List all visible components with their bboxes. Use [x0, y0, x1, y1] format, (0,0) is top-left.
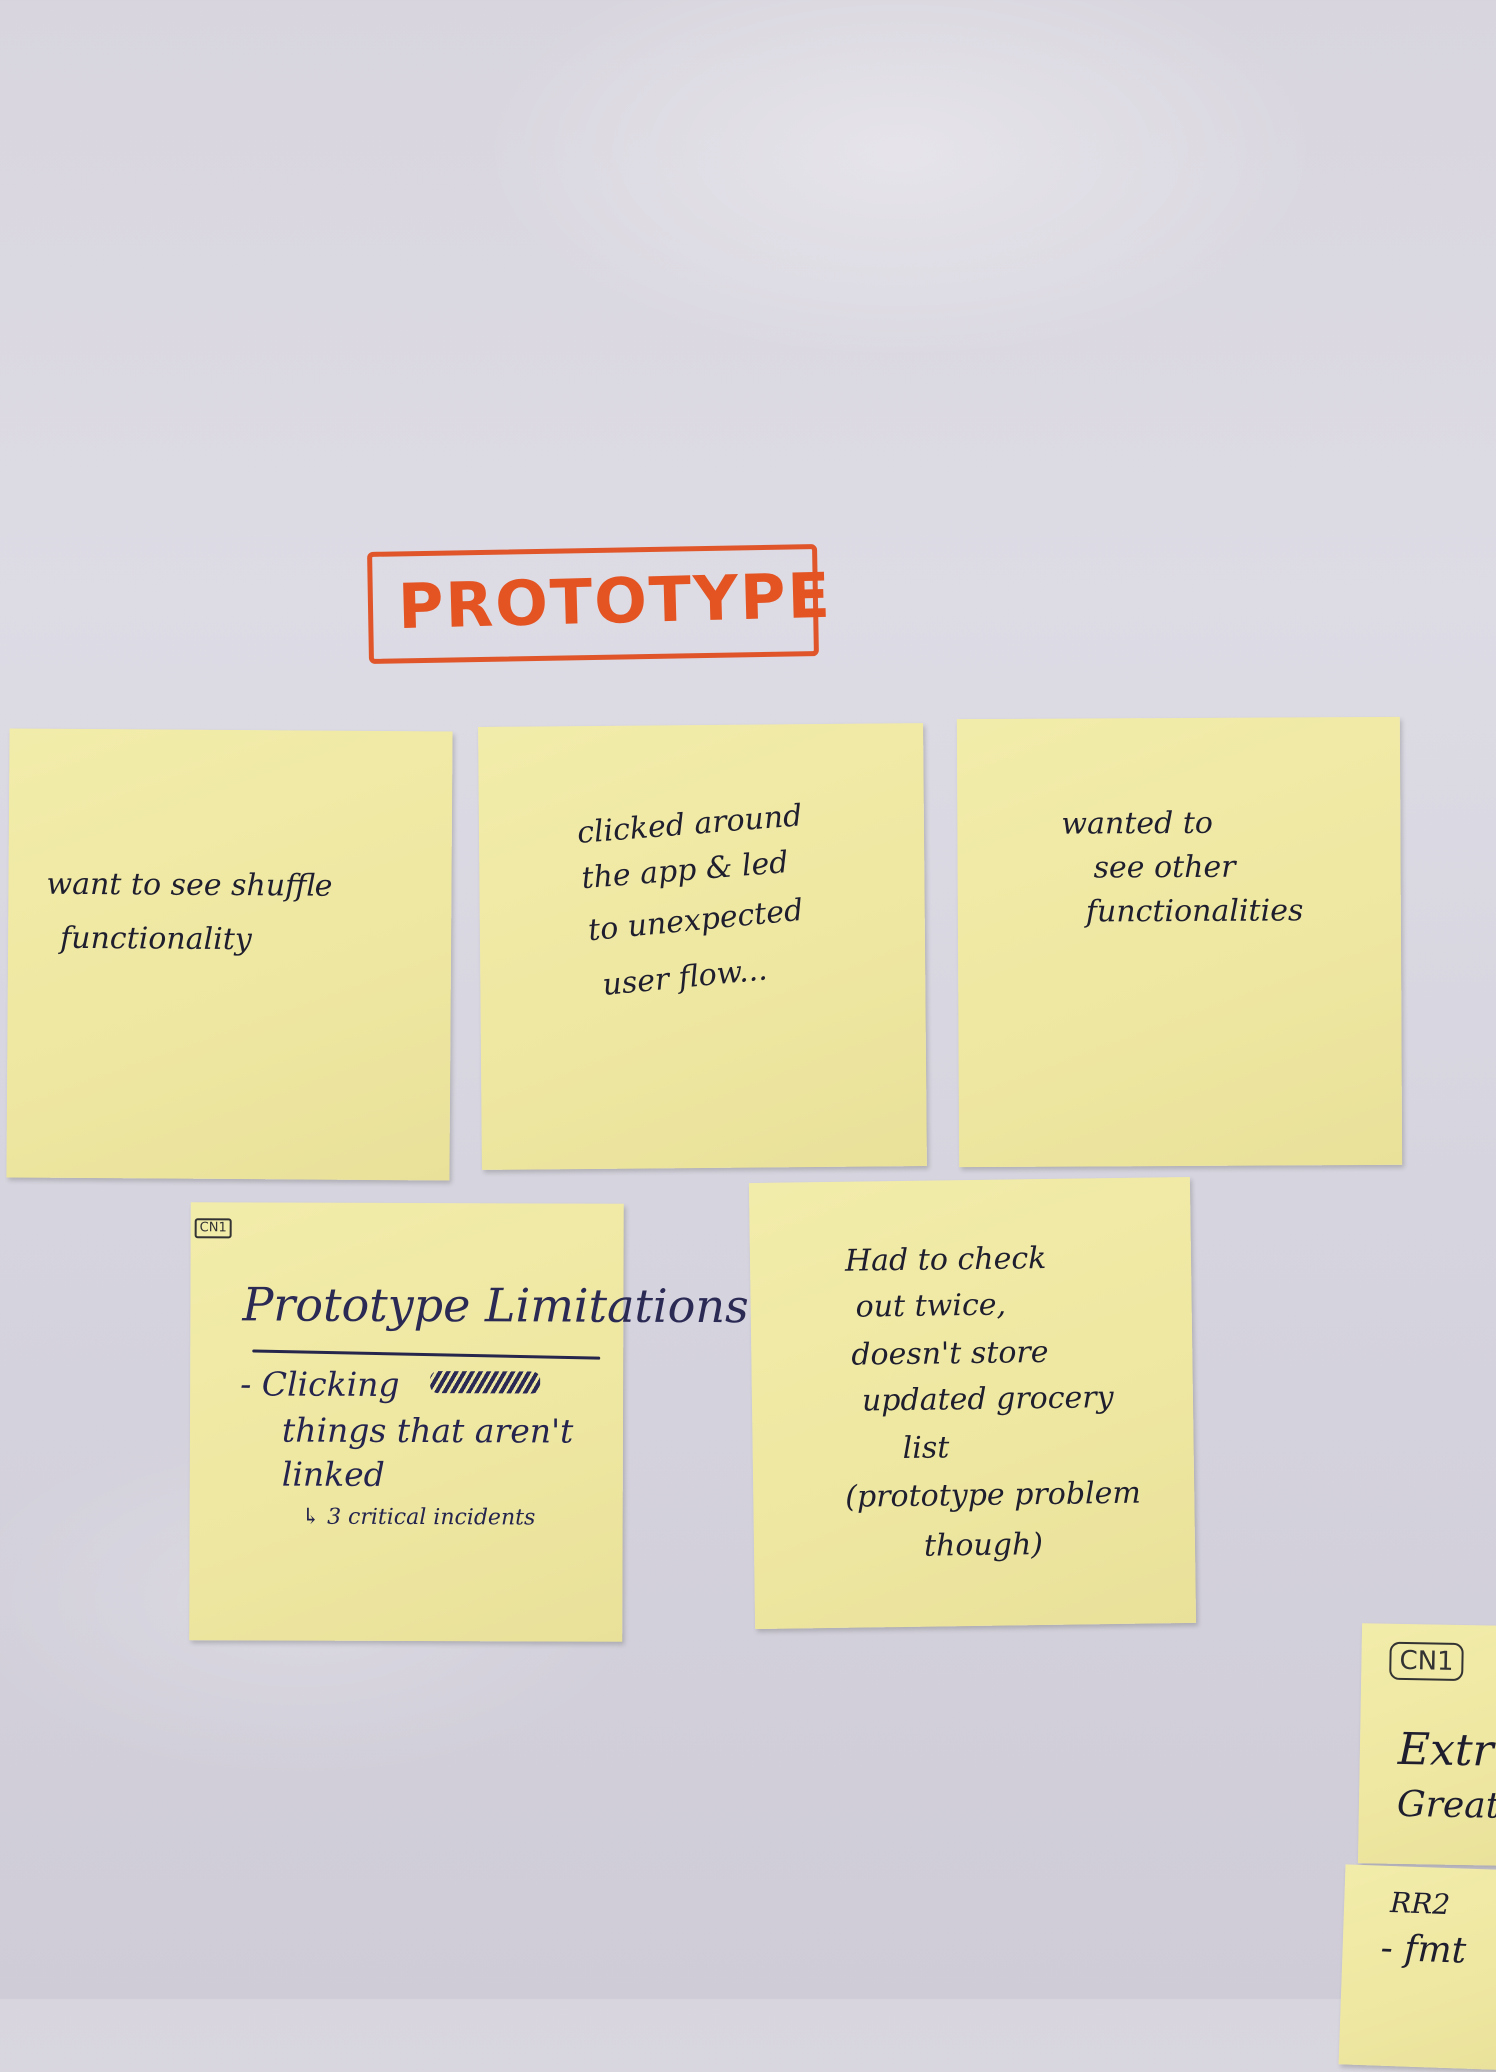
note-text-line: functionalities [1085, 893, 1304, 930]
note-text-line: Great [1396, 1783, 1496, 1827]
note-text-line: the app & led [580, 845, 790, 897]
sticky-note: wanted to see other functionalities [956, 716, 1403, 1168]
note-text-line: though) [923, 1527, 1044, 1564]
note-text-line: wanted to [1061, 805, 1214, 842]
note-text-line: user flow... [600, 952, 769, 1003]
note-text-line: RR2 [1389, 1885, 1451, 1922]
note-text-line: to unexpected [586, 892, 805, 949]
sticky-note: clicked around the app & led to unexpect… [478, 723, 927, 1170]
sticky-note: Had to check out twice, doesn't store up… [748, 1176, 1197, 1630]
sticky-note-partial: RR2 - fmt [1338, 1864, 1496, 2072]
note-text-line: see other [1093, 849, 1236, 886]
note-text-line: Extr [1397, 1723, 1495, 1777]
note-text-line: linked [281, 1454, 385, 1494]
note-tag: CN1 [194, 1218, 232, 1239]
note-tag: CN1 [1389, 1641, 1464, 1682]
note-text-line: - fmt [1379, 1927, 1467, 1972]
note-text-line: functionality [59, 920, 252, 958]
note-text-line: doesn't store [851, 1334, 1049, 1373]
note-text-line: updated grocery [861, 1380, 1114, 1419]
note-text-line: list [902, 1430, 950, 1466]
note-text-line: ↳ 3 critical incidents [301, 1504, 536, 1531]
note-heading: Prototype Limitations [242, 1277, 749, 1334]
board-title: PROTOTYPE [397, 558, 833, 644]
note-text-line: want to see shuffle [46, 866, 333, 904]
scribble-mark [430, 1371, 541, 1394]
note-text-line: Had to check [844, 1240, 1047, 1279]
note-text-line: clicked around [575, 798, 804, 851]
heading-underline [252, 1349, 601, 1360]
note-text-line: out twice, [855, 1287, 1007, 1325]
sticky-note: want to see shuffle functionality [6, 728, 453, 1181]
note-text-line: things that aren't [281, 1410, 574, 1451]
note-text-line: (prototype problem [845, 1475, 1142, 1515]
note-text-line: - Clicking [240, 1364, 400, 1404]
sticky-note: CN1 Prototype Limitations - Clicking thi… [189, 1202, 749, 1642]
sticky-note-partial: CN1 Extr Great [1357, 1623, 1496, 1867]
